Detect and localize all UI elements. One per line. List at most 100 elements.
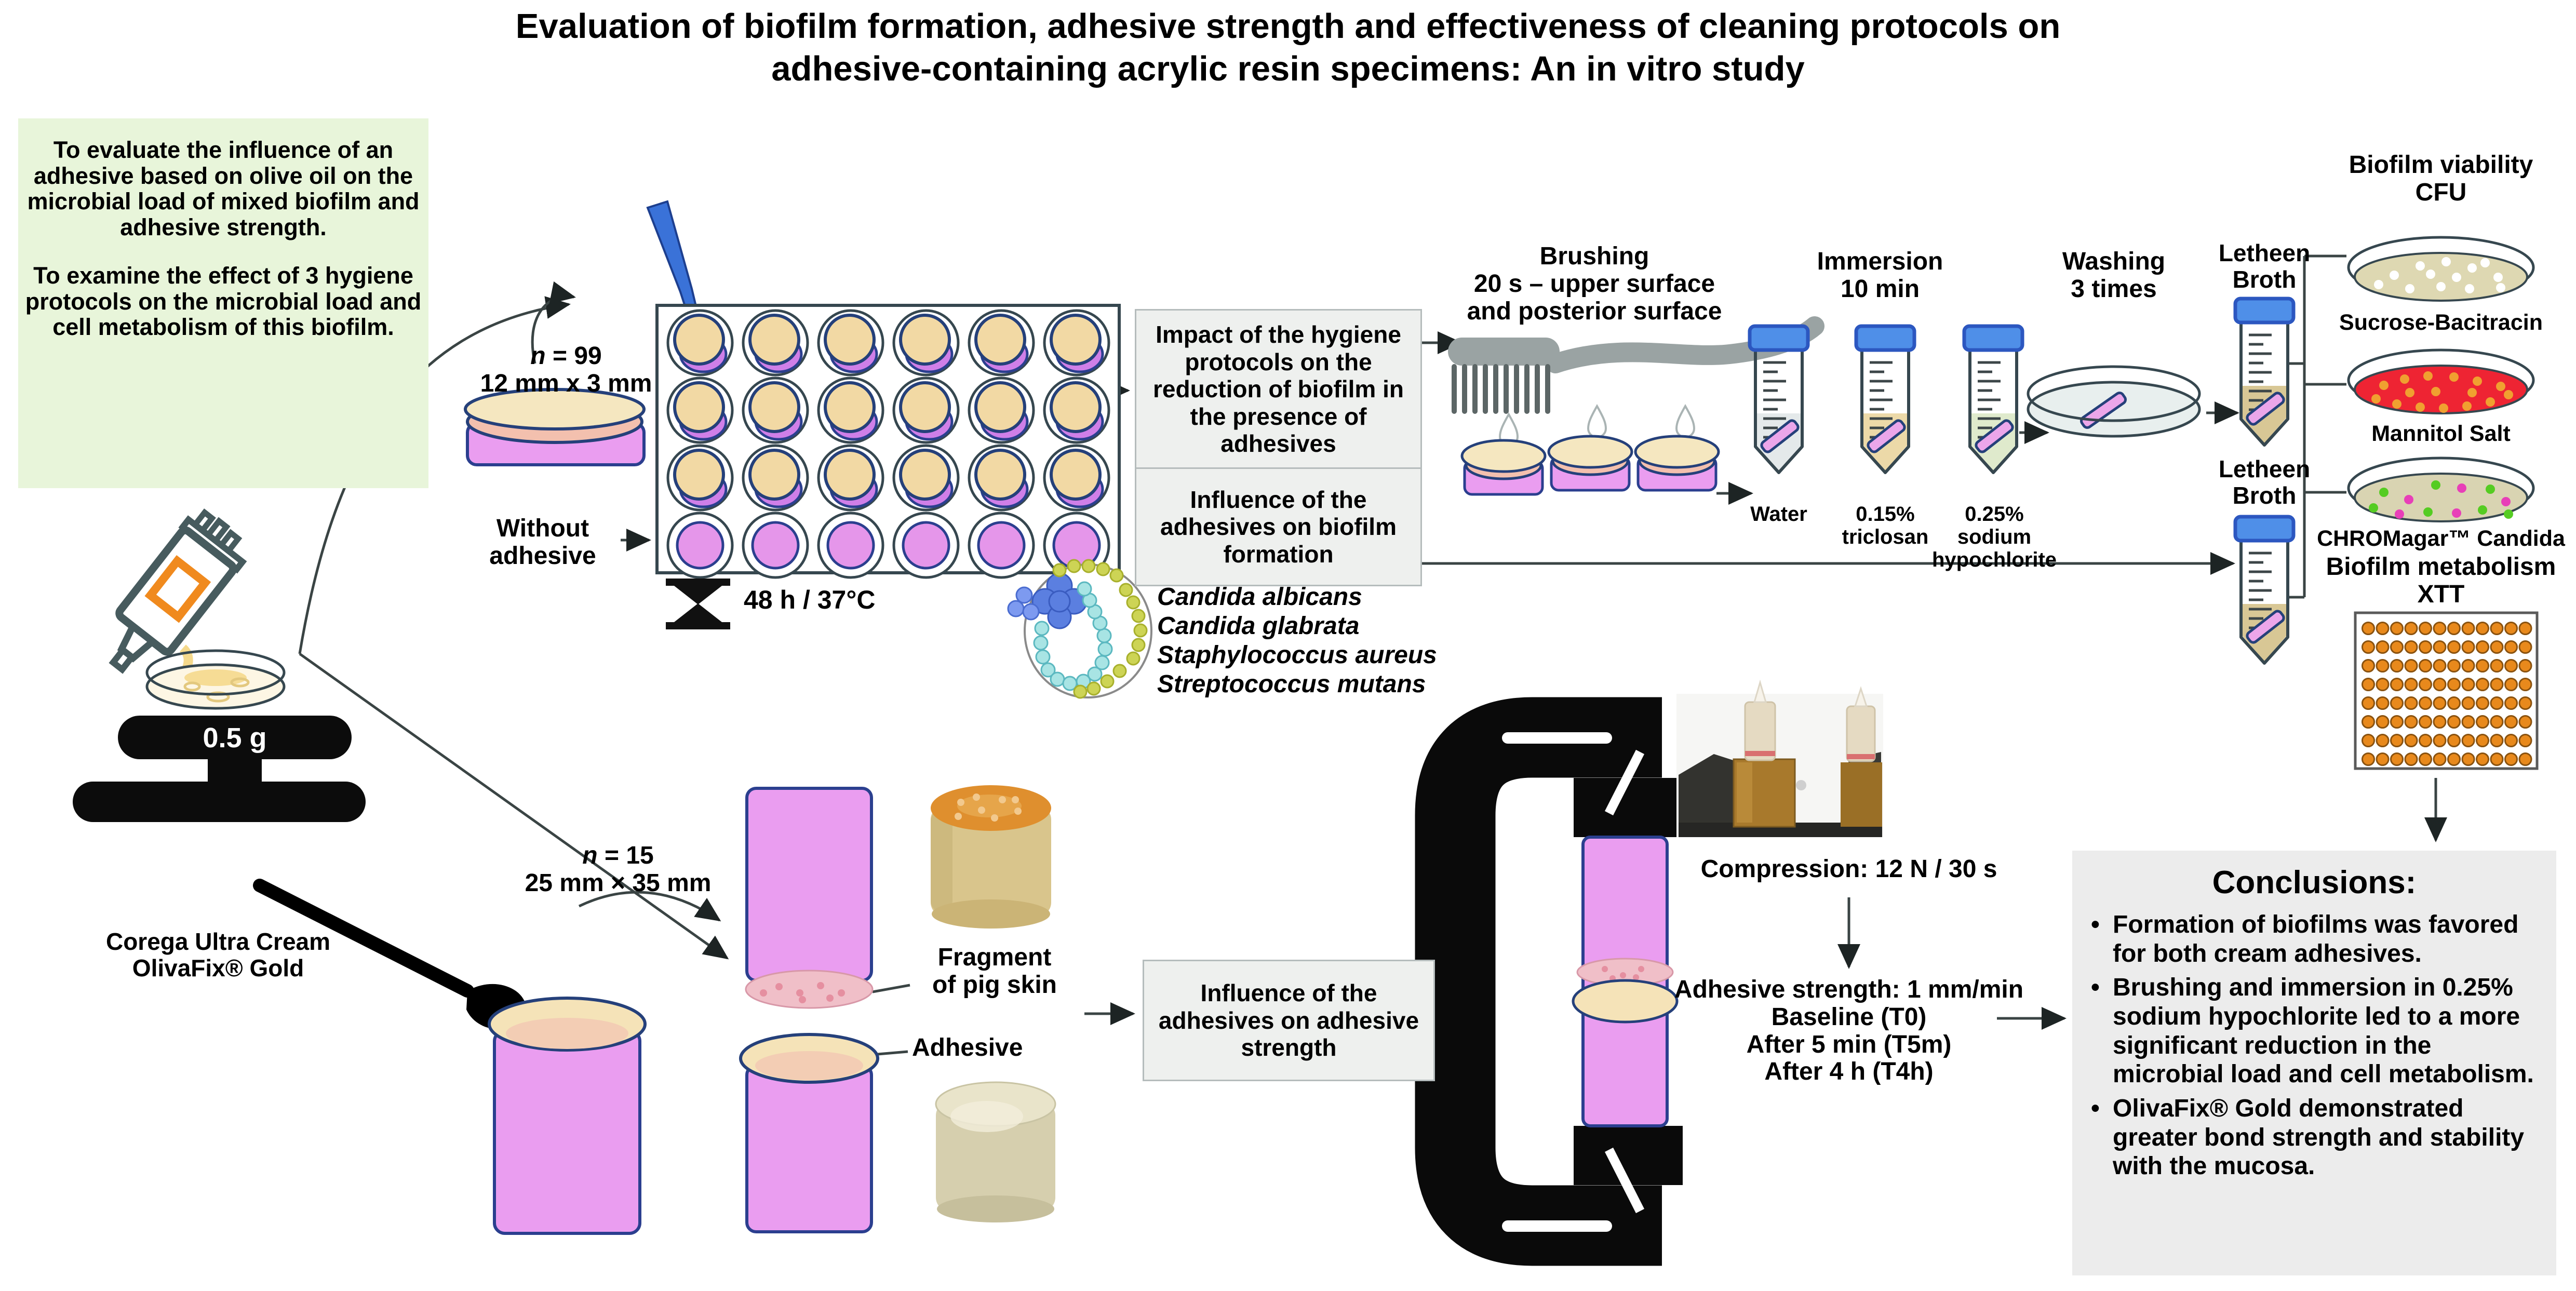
sucrose-plate-label: Sucrose-Bacitracin <box>2339 310 2543 335</box>
cylinder-size: 25 mm × 35 mm <box>525 869 712 897</box>
strength-line3: After 5 min (T5m) <box>1746 1030 1952 1058</box>
pig-skin-line2: of pig skin <box>932 971 1057 999</box>
brushed-specimen <box>1462 440 1545 494</box>
species-4: Streptococcus mutans <box>1157 670 1426 698</box>
page-title-line2: adhesive-containing acrylic resin specim… <box>771 49 1805 88</box>
strength-line1: Adhesive strength: 1 mm/min <box>1674 976 2024 1003</box>
immersion-line1: Immersion <box>1817 248 1943 275</box>
well-plate <box>655 304 1121 577</box>
sample-n99-label: n = 99 12 mm x 3 mm <box>462 342 670 398</box>
viability-line2: CFU <box>2415 178 2467 206</box>
solution-water-label: Water <box>1750 503 1807 526</box>
acrylic-specimens-dish <box>464 388 646 466</box>
solution-hypochlorite-label: 0.25% sodium hypochlorite <box>1931 503 2057 571</box>
strength-line4: After 4 h (T4h) <box>1764 1058 1934 1086</box>
conclusion-bullet-2: Brushing and immersion in 0.25% sodium h… <box>2088 973 2541 1089</box>
tube-triclosan <box>1856 326 1914 473</box>
compression-label: Compression: 12 N / 30 s <box>1700 855 1997 883</box>
objective-2: To examine the effect of 3 hygiene proto… <box>25 262 422 340</box>
cylinder-pig-skin-assembly <box>739 787 879 1233</box>
impact-box: Impact of the hygiene protocols on the r… <box>1135 309 1422 469</box>
c-clamp-icon <box>1415 697 1683 1266</box>
viability-label: Biofilm viability CFU <box>2311 151 2571 207</box>
curved-arrow-specimens-to-plate <box>531 281 576 364</box>
pig-skin-line1: Fragment <box>937 944 1052 971</box>
influence-strength-box: Influence of the adhesives on adhesive s… <box>1143 960 1435 1081</box>
solution-triclosan-label: 0.15% triclosan <box>1842 503 1929 548</box>
adhesive-label: Adhesive <box>912 1034 1023 1061</box>
washing-line1: Washing <box>2062 248 2166 275</box>
objectives-box: To evaluate the influence of an adhesive… <box>18 118 428 488</box>
immersion-line2: 10 min <box>1840 275 1920 303</box>
n-var: n <box>530 342 546 370</box>
n-value: = 99 <box>545 342 602 370</box>
sample-n15-label: n = 15 25 mm × 35 mm <box>514 842 722 897</box>
bracket-to-agar-plates <box>2288 254 2346 599</box>
incubation-label: 48 h / 37°C <box>744 585 876 614</box>
connector-to-strength-branch <box>299 652 729 960</box>
letheen-broth-1-label: Letheen Broth <box>2218 239 2311 293</box>
metabolism-line2: XTT <box>2417 580 2465 608</box>
sucrose-bacitracin-plate <box>2347 236 2535 302</box>
brushed-specimen <box>1549 436 1632 490</box>
viability-line1: Biofilm viability <box>2349 151 2533 179</box>
xtt-microplate <box>2354 611 2539 770</box>
conclusion-bullet-3: OlivaFix® Gold demonstrated greater bond… <box>2088 1094 2541 1181</box>
metabolism-line1: Biofilm metabolism <box>2326 553 2556 581</box>
objective-1: To evaluate the influence of an adhesive… <box>27 137 420 240</box>
weighing-dish <box>145 649 286 710</box>
mannitol-salt-plate <box>2347 348 2535 414</box>
balance-scale-icon <box>73 716 366 822</box>
strength-line2: Baseline (T0) <box>1771 1003 1927 1031</box>
metabolism-label: Biofilm metabolism XTT <box>2306 553 2576 609</box>
water-drop-icon <box>1675 405 1695 438</box>
resin-cylinder-with-adhesive <box>488 997 647 1235</box>
microbial-mix-icon <box>1007 559 1152 699</box>
pig-skin-label: Fragment of pig skin <box>906 944 1083 999</box>
adhesive-photo <box>935 1081 1056 1222</box>
tube-hypochlorite <box>1964 326 2022 473</box>
washing-line2: 3 times <box>2071 275 2157 303</box>
brushed-specimen <box>1635 436 1719 490</box>
product-line2: OlivaFix® Gold <box>132 954 304 981</box>
water-drop-icon <box>1587 405 1607 438</box>
conclusions-box: Conclusions: Formation of biofilms was f… <box>2072 851 2556 1275</box>
brushing-line3: and posterior surface <box>1467 297 1722 325</box>
tube-letheen-1 <box>2235 299 2293 445</box>
n-var: n <box>582 842 598 869</box>
species-1: Candida albicans <box>1157 583 1362 611</box>
chromagar-plate-label: CHROMagar™ Candida <box>2317 526 2565 551</box>
specimen-size: 12 mm x 3 mm <box>480 369 652 397</box>
brushing-label: Brushing 20 s – upper surface and poster… <box>1454 243 1735 325</box>
n-value: = 15 <box>597 842 654 869</box>
product-line1: Corega Ultra Cream <box>105 928 331 955</box>
immersion-label: Immersion 10 min <box>1787 248 1974 303</box>
influence-biofilm-box: Influence of the adhesives on biofilm fo… <box>1135 467 1422 586</box>
compression-test-photo <box>1676 679 1883 837</box>
tube-letheen-2 <box>2235 517 2293 663</box>
conclusions-heading: Conclusions: <box>2212 865 2417 900</box>
brushing-line1: Brushing <box>1539 243 1649 270</box>
letheen-broth-2-label: Letheen Broth <box>2218 455 2311 509</box>
adhesive-product-label: Corega Ultra Cream OlivaFix® Gold <box>78 929 358 981</box>
species-3: Staphylococcus aureus <box>1157 641 1437 669</box>
pig-skin-layer <box>745 970 874 1009</box>
tube-water <box>1750 326 1808 473</box>
pig-skin-photo <box>931 785 1051 929</box>
page-title-line1: Evaluation of biofilm formation, adhesiv… <box>515 7 2061 46</box>
washing-label: Washing 3 times <box>2025 248 2202 303</box>
conclusion-bullet-1: Formation of biofilms was favored for bo… <box>2088 910 2541 968</box>
species-list: Candida albicans Candida glabrata Staphy… <box>1157 583 1500 700</box>
without-adhesive-label: Without adhesive <box>489 515 596 570</box>
washing-dish <box>2027 365 2201 438</box>
brushing-line2: 20 s – upper surface <box>1473 270 1715 298</box>
species-2: Candida glabrata <box>1157 612 1360 640</box>
adhesive-strength-label: Adhesive strength: 1 mm/min Baseline (T0… <box>1652 976 2046 1086</box>
mannitol-plate-label: Mannitol Salt <box>2371 421 2511 446</box>
curved-arrow-n15-to-cylinders <box>578 891 721 922</box>
chromagar-plate <box>2347 456 2535 522</box>
label-pointer-lines <box>872 984 910 1056</box>
hourglass-icon <box>666 579 730 629</box>
